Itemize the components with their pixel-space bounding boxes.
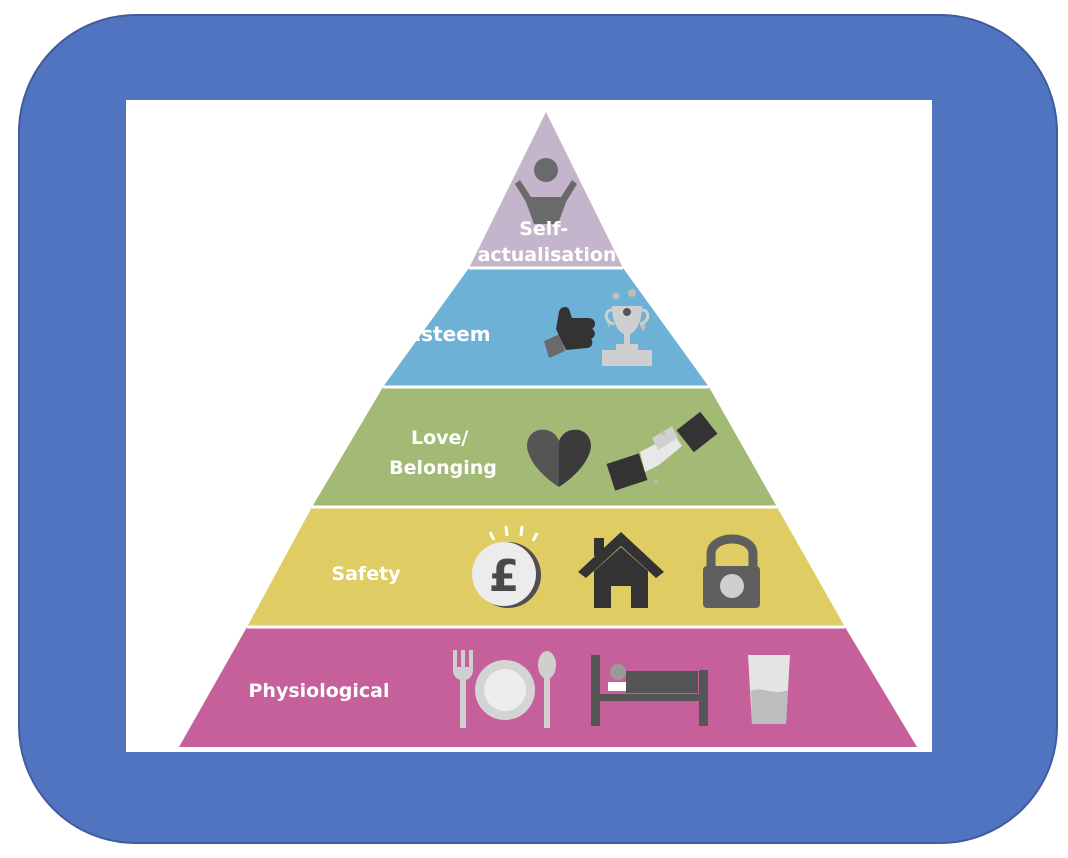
house-icon <box>578 532 664 608</box>
tier-safety <box>247 507 845 627</box>
water-glass-icon <box>748 655 790 724</box>
heart-icon <box>527 429 591 487</box>
tier-separators <box>247 266 845 629</box>
tier-label-self-actualisation-line1: Self- <box>519 218 568 240</box>
trophy-icon <box>602 289 652 366</box>
svg-text:£: £ <box>489 551 520 602</box>
tier-self-actualisation <box>469 112 623 268</box>
handshake-icon <box>606 411 718 491</box>
svg-text:Love/ Belonging: Love/ Belonging <box>389 427 497 479</box>
pound-coin-icon: £ <box>472 525 541 608</box>
svg-text:Self- actualisation: Self- actualisation <box>478 218 617 266</box>
tier-label-love-line1: Love/ <box>411 427 468 449</box>
tier-label-physiological: Physiological <box>249 680 390 702</box>
person-arms-raised-icon <box>515 158 577 224</box>
thumbs-up-icon <box>544 306 596 358</box>
bed-icon <box>591 655 708 726</box>
diagram-canvas: Self- actualisation Esteem Love/ Belongi… <box>126 100 932 752</box>
tier-label-love-line2: Belonging <box>389 457 497 479</box>
tier-label-safety: Safety <box>331 563 401 585</box>
tier-label-self-actualisation-line2: actualisation <box>478 244 617 266</box>
padlock-icon <box>703 534 760 608</box>
fork-plate-spoon-icon <box>453 650 556 728</box>
tier-label-esteem: Esteem <box>407 322 490 346</box>
hierarchy-pyramid: Self- actualisation Esteem Love/ Belongi… <box>179 112 917 747</box>
